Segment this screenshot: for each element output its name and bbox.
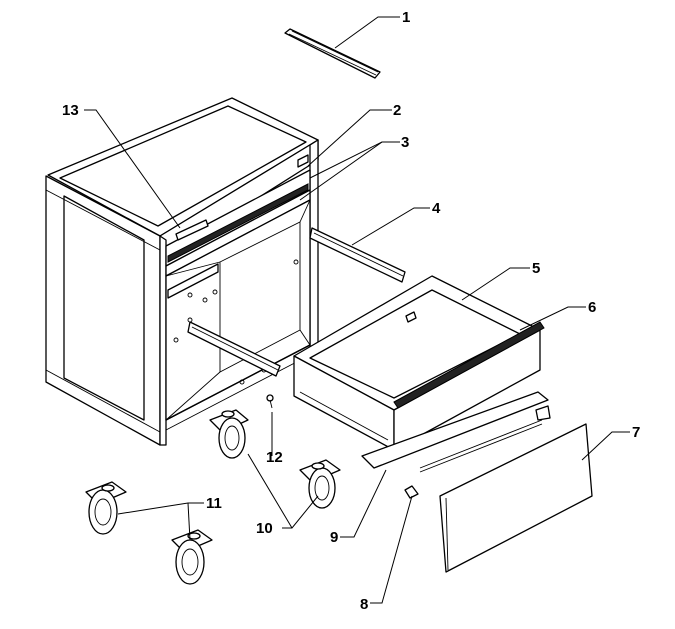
part-6-drawer-slide xyxy=(393,321,545,409)
caster-swivel-1 xyxy=(209,409,249,459)
part-8-clip xyxy=(404,485,419,499)
cabinet-body xyxy=(45,97,319,446)
part-4-slide-right xyxy=(309,227,406,283)
callout-11: 11 xyxy=(206,495,222,512)
callout-3: 3 xyxy=(401,134,409,151)
part-1-rail xyxy=(284,28,381,79)
callout-12: 12 xyxy=(266,449,283,466)
caster-rigid-1 xyxy=(85,481,127,535)
callout-1: 1 xyxy=(402,9,410,26)
callout-9: 9 xyxy=(330,529,338,546)
part-5-drawer-box xyxy=(293,275,541,451)
callout-4: 4 xyxy=(432,200,441,217)
part-7-drawer-front xyxy=(439,423,593,573)
callout-2: 2 xyxy=(393,102,401,119)
caster-rigid-2 xyxy=(171,529,213,585)
callout-13: 13 xyxy=(62,102,79,119)
caster-swivel-2 xyxy=(299,459,341,509)
callout-7: 7 xyxy=(632,424,640,441)
leader-lines xyxy=(84,16,630,604)
callouts: 1 2 3 4 5 6 7 8 9 10 11 12 13 xyxy=(62,9,640,613)
callout-10: 10 xyxy=(256,520,273,537)
slide-left xyxy=(187,321,281,377)
part-12-screw xyxy=(266,394,274,409)
callout-6: 6 xyxy=(588,299,596,316)
part-9-bottom-plate xyxy=(361,391,551,473)
callout-5: 5 xyxy=(532,260,540,277)
callout-8: 8 xyxy=(360,596,368,613)
